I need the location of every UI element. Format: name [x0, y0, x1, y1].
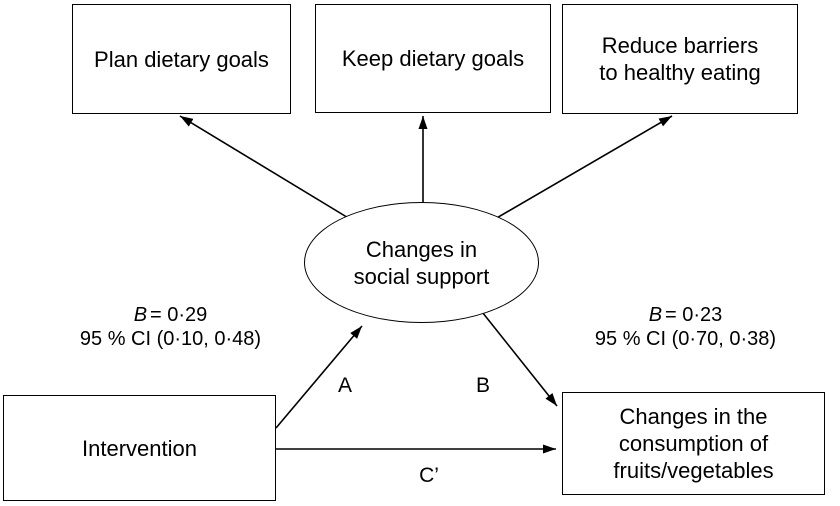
consumption-label-line1: Changes in the	[619, 404, 768, 429]
left-coefficient-line: B= 0·29	[58, 303, 283, 327]
reduce-barriers-label-line2: to healthy eating	[599, 60, 761, 85]
social-support-ellipse: Changes in social support	[304, 202, 539, 323]
right-coefficient-value: = 0·23	[665, 304, 723, 326]
intervention-label: Intervention	[82, 435, 197, 461]
consumption-label-line2: consumption of	[618, 431, 769, 456]
keep-dietary-goals-label: Keep dietary goals	[341, 46, 525, 71]
keep-dietary-goals-box: Keep dietary goals	[315, 4, 551, 113]
consumption-box: Changes in the consumption of fruits/veg…	[562, 392, 825, 495]
social-support-label-line1: Changes in	[365, 236, 478, 262]
left-coefficient-symbol: B	[133, 304, 148, 326]
consumption-label-line3: fruits/vegetables	[613, 458, 774, 483]
reduce-barriers-box: Reduce barriers to healthy eating	[562, 4, 798, 114]
right-coefficient-symbol: B	[648, 304, 663, 326]
right-coefficient-label: B= 0·23 95 % CI (0·70, 0·38)	[573, 303, 798, 351]
right-ci-line: 95 % CI (0·70, 0·38)	[594, 328, 777, 350]
left-coefficient-label: B= 0·29 95 % CI (0·10, 0·48)	[58, 303, 283, 351]
left-coefficient-value: = 0·29	[150, 304, 208, 326]
path-c-prime-label: C’	[419, 464, 439, 487]
right-coefficient-line: B= 0·23	[573, 303, 798, 327]
intervention-box: Intervention	[3, 395, 276, 501]
path-a-label: A	[337, 374, 352, 397]
social-support-label-line2: social support	[353, 263, 490, 289]
left-ci-line: 95 % CI (0·10, 0·48)	[79, 328, 262, 350]
arrow-a-intervention-to-support	[275, 325, 363, 429]
plan-dietary-goals-label: Plan dietary goals	[94, 46, 269, 72]
path-b-label: B	[475, 374, 490, 397]
plan-dietary-goals-box: Plan dietary goals	[72, 4, 291, 114]
reduce-barriers-label-line1: Reduce barriers	[601, 33, 759, 58]
